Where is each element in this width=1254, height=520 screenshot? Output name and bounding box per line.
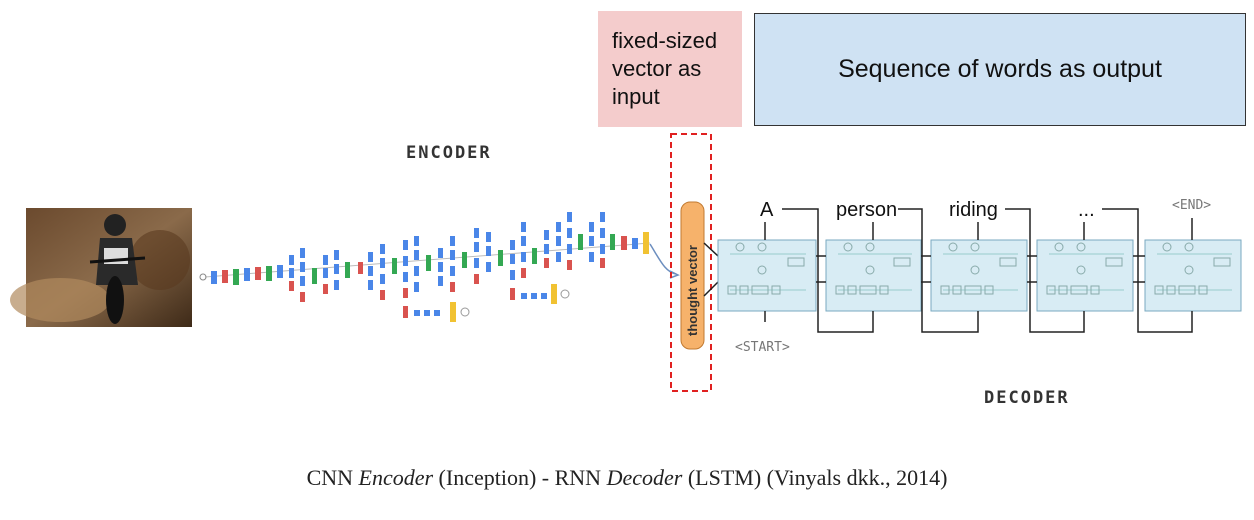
caption-part-2: (Inception) - RNN <box>433 465 607 490</box>
lstm-cell-4 <box>1036 239 1134 312</box>
fixed-vector-input-box: fixed-sized vector as input <box>598 11 742 127</box>
thought-vector-label: thought vector <box>685 245 700 336</box>
figure-caption: CNN Encoder (Inception) - RNN Decoder (L… <box>0 465 1254 491</box>
encoder-label: ENCODER <box>406 143 492 163</box>
end-token: <END> <box>1172 198 1211 213</box>
decoder-connections <box>764 208 1193 333</box>
thought-vector: thought vector <box>680 201 705 350</box>
caption-part-3: (LSTM) (Vinyals dkk., 2014) <box>682 465 948 490</box>
inception-network <box>199 212 680 322</box>
input-box-line-2: vector as <box>612 56 702 81</box>
lstm-cell-5 <box>1144 239 1242 312</box>
caption-encoder-word: Encoder <box>358 465 434 490</box>
decoder-word-1: A <box>760 199 774 221</box>
caption-part-1: CNN <box>306 465 359 490</box>
lstm-cell-1 <box>717 239 817 312</box>
lstm-decoder-cells <box>717 239 1242 312</box>
lstm-cell-3 <box>930 239 1028 312</box>
thought-vector-highlight <box>670 133 712 392</box>
decoder-word-3: riding <box>949 199 998 221</box>
lstm-cell-2 <box>825 239 922 312</box>
encoder-decoder-diagram: thought vector <box>10 133 1242 392</box>
start-token: <START> <box>735 340 790 355</box>
output-box-text: Sequence of words as output <box>838 55 1162 83</box>
caption-decoder-word: Decoder <box>606 465 683 490</box>
decoder-word-4: ... <box>1078 199 1095 221</box>
decoder-label: DECODER <box>984 388 1070 408</box>
decoder-word-2: person <box>836 199 897 221</box>
input-box-line-1: fixed-sized <box>612 28 718 53</box>
input-photo <box>10 208 192 327</box>
sequence-output-box: Sequence of words as output <box>754 13 1246 126</box>
input-box-line-3: input <box>612 84 660 109</box>
